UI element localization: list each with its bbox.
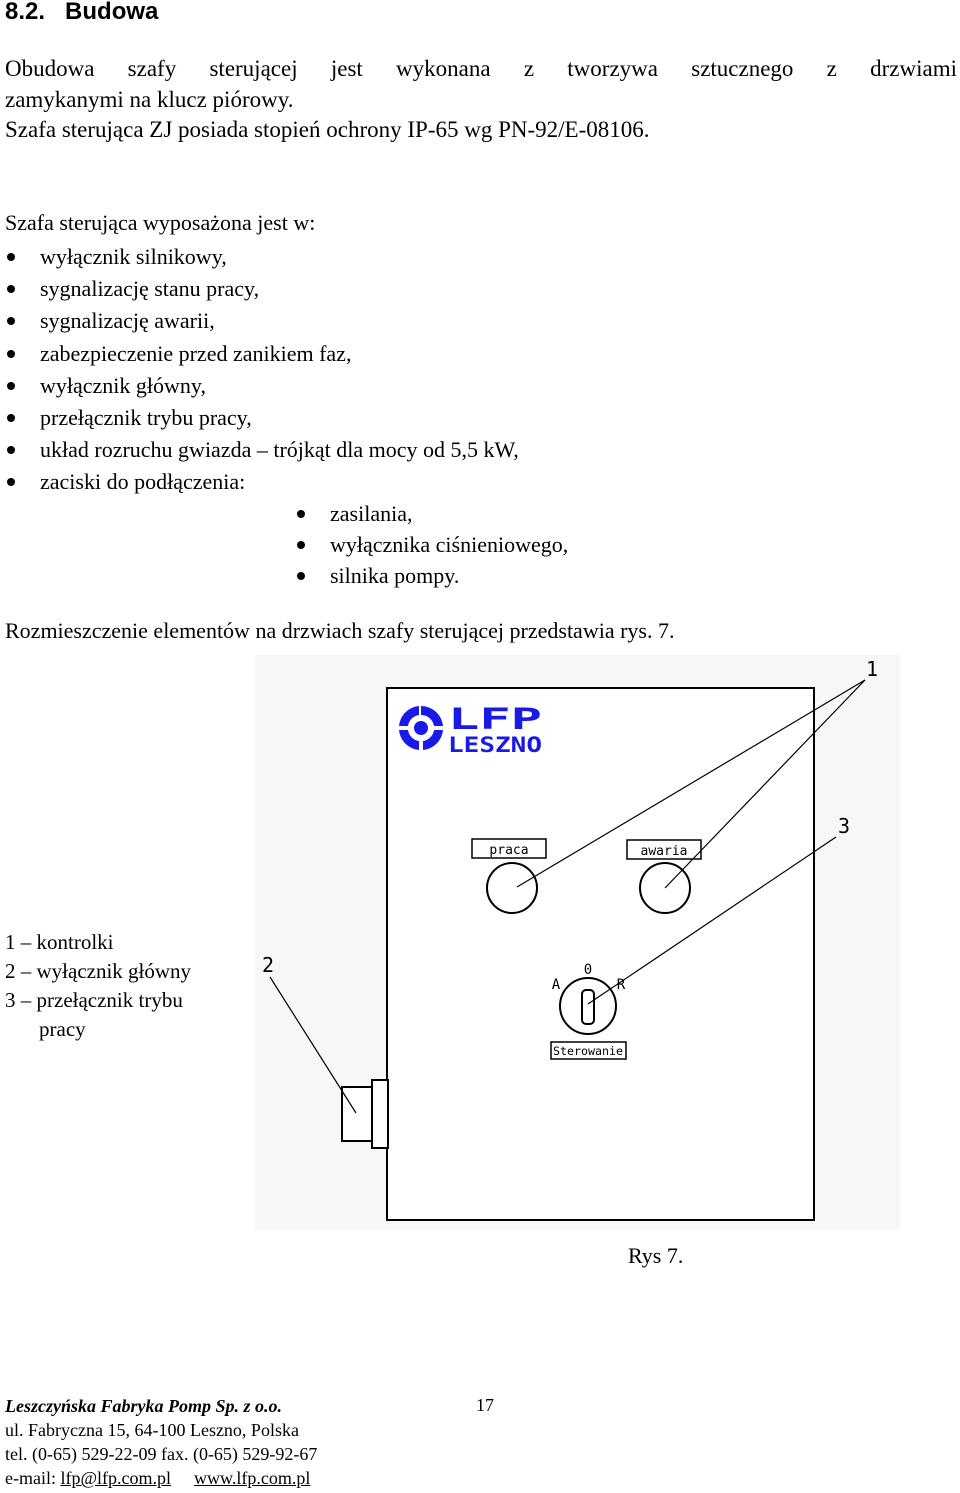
list-item: silnika pompy. [297,560,568,591]
footer-phone: tel. (0-65) 529-22-09 fax. (0-65) 529-92… [5,1444,318,1464]
switch-position-0: 0 [584,962,592,978]
list-item: wyłącznik główny, [7,370,519,402]
switch-position-r: R [617,977,626,993]
intro-line-3: Szafa sterująca ZJ posiada stopień ochro… [5,117,650,142]
list-item: przełącznik trybu pracy, [7,402,519,434]
main-switch-handle [371,1079,389,1149]
bullet-icon [7,413,15,422]
lamp-praca [486,862,538,914]
figure-intro: Rozmieszczenie elementów na drzwiach sza… [5,618,675,643]
callout-2: 2 [262,953,274,977]
lamp-label-box-1 [471,838,547,859]
footer-address: ul. Fabryczna 15, 64-100 Leszno, Polska [5,1420,299,1440]
figure-caption: Rys 7. [628,1243,684,1268]
logo-text-bottom: LESZNO [448,733,542,757]
intro-line-2: zamykanymi na klucz piórowy. [5,87,294,112]
footer-contact: e-mail: lfp@lfp.com.pl www.lfp.com.pl [5,1468,310,1489]
selector-knob [581,989,595,1025]
callout-1: 1 [866,657,878,681]
equipment-list: wyłącznik silnikowy, sygnalizację stanu … [7,241,519,499]
list-item: zasilania, [297,498,568,529]
callout-3: 3 [838,814,850,838]
legend-item: 3 – przełącznik trybu [5,988,183,1012]
bullet-icon [7,446,15,455]
list-item: sygnalizację stanu pracy, [7,273,519,305]
lamp-label-box-2 [626,839,702,860]
list-item: układ rozruchu gwiazda – trójkąt dla moc… [7,434,519,466]
fan-icon [399,705,443,750]
section-heading: 8.2. Budowa [5,0,158,26]
leader-line-2 [269,976,357,1114]
list-item: wyłącznika ciśnieniowego, [297,529,568,560]
door-outline [386,687,815,1221]
bullet-icon [7,381,15,390]
email-label: e-mail: [5,1468,56,1488]
legend-item: 1 – kontrolki [5,930,114,954]
bullet-icon [7,478,15,487]
list-item: sygnalizację awarii, [7,305,519,337]
bullet-icon [297,572,305,580]
email-link[interactable]: lfp@lfp.com.pl [60,1468,172,1488]
leader-line-1a [516,679,866,888]
legend-item: pracy [39,1017,86,1041]
lamp-label-awaria: awaria [641,844,688,859]
lfp-logo: LFP LESZNO [399,702,542,757]
connection-sublist: zasilania, wyłącznika ciśnieniowego, sil… [297,498,568,591]
list-item: zabezpieczenie przed zanikiem faz, [7,338,519,370]
switch-position-a: A [552,977,561,993]
switch-label-box [550,1041,627,1060]
section-title: Budowa [65,0,159,25]
page-number: 17 [476,1395,494,1415]
lamp-label-praca: praca [489,843,528,858]
switch-label-sterowanie: Sterowanie [553,1044,623,1058]
bullet-icon [7,253,15,261]
bullet-icon [297,541,305,549]
section-number: 8.2. [5,0,46,25]
equipment-lead: Szafa sterująca wyposażona jest w: [5,210,316,235]
logo-text-top: LFP [448,702,542,736]
leader-line-3 [587,836,837,1005]
footer-company: Leszczyńska Fabryka Pomp Sp. z o.o. [5,1396,283,1416]
bullet-icon [297,510,305,518]
list-item: wyłącznik silnikowy, [7,241,519,273]
intro-line-1: Obudowa szafy sterującej jest wykonana z… [5,56,957,81]
bullet-icon [7,285,15,294]
list-item: zaciski do podłączenia: [7,466,519,498]
bullet-icon [7,349,15,358]
leader-line-1b [664,679,866,889]
website-link[interactable]: www.lfp.com.pl [194,1468,311,1488]
legend-item: 2 – wyłącznik główny [5,959,192,983]
bullet-icon [7,317,15,326]
